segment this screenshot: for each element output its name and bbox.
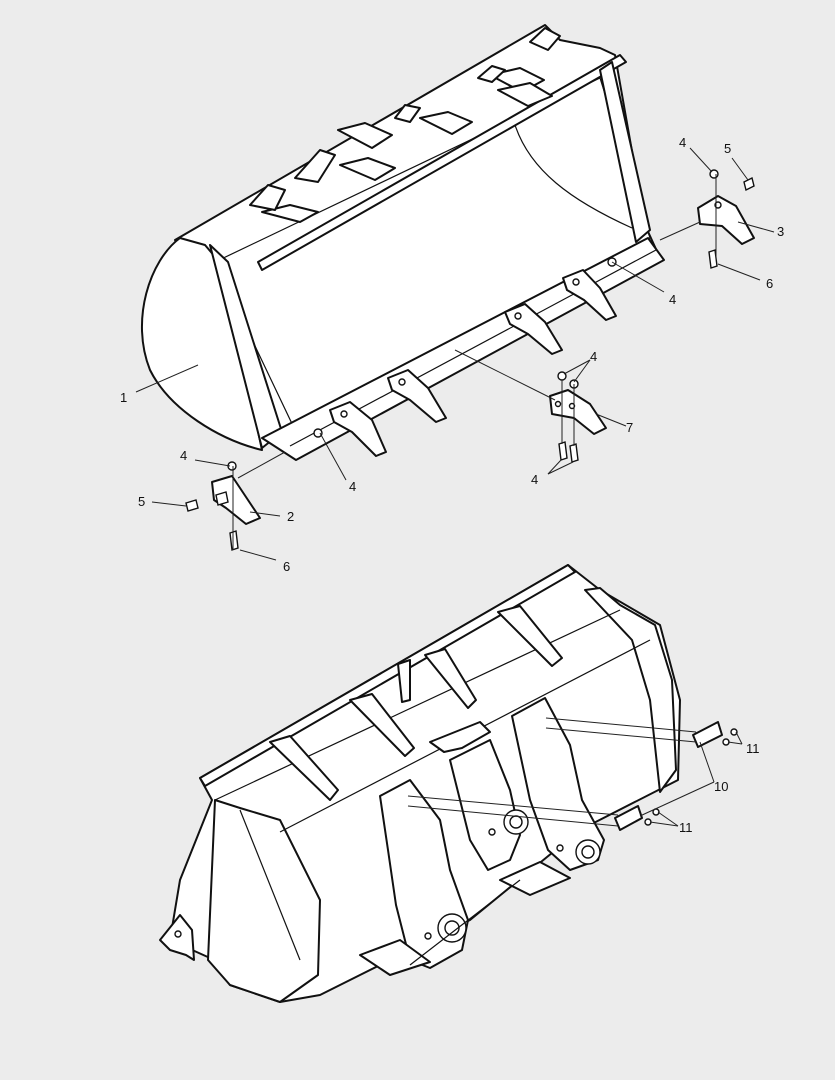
callout-4: 4 <box>590 349 597 364</box>
tooth-adapter <box>549 371 607 463</box>
leader-lines <box>135 147 775 827</box>
bucket-teeth <box>329 269 617 457</box>
callout-7: 7 <box>626 420 633 435</box>
callout-4: 4 <box>679 135 686 150</box>
callout-4: 4 <box>349 479 356 494</box>
callout-4: 4 <box>531 472 538 487</box>
bucket-rear-view <box>159 564 681 1003</box>
bucket-front-view <box>141 24 665 461</box>
callout-6: 6 <box>766 276 773 291</box>
callout-4: 4 <box>180 448 187 463</box>
wear-strips <box>407 717 738 831</box>
corner-adapter-left <box>185 461 261 551</box>
assembly-lines-upper <box>232 174 717 550</box>
callout-3: 3 <box>777 224 784 239</box>
callout-2: 2 <box>287 509 294 524</box>
callout-5: 5 <box>138 494 145 509</box>
corner-adapter-right <box>697 169 755 269</box>
callout-5: 5 <box>724 141 731 156</box>
callout-11: 11 <box>679 820 693 835</box>
callout-10: 10 <box>714 779 728 794</box>
callout-4: 4 <box>669 292 676 307</box>
callout-6: 6 <box>283 559 290 574</box>
callout-11: 11 <box>746 741 760 756</box>
callout-labels: 1 2 3 4 4 4 4 4 4 5 5 6 6 7 10 11 11 <box>120 135 784 835</box>
callout-1: 1 <box>120 390 127 405</box>
